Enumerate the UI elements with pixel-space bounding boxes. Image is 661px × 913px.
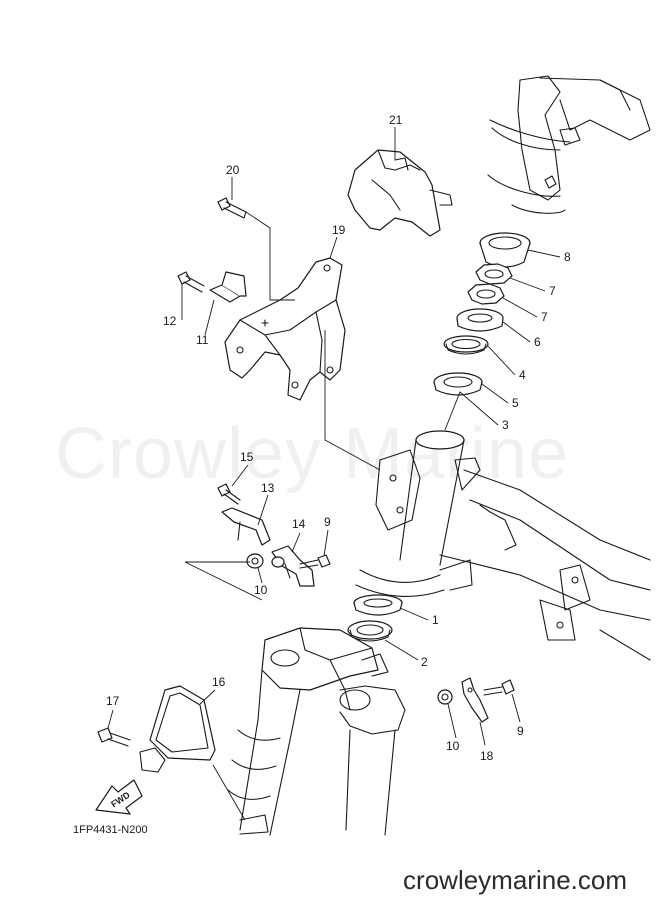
- callout-1: 1: [432, 613, 439, 627]
- callout-12: 12: [163, 314, 177, 328]
- callout-11: 11: [196, 333, 209, 347]
- callout-9b: 9: [517, 724, 524, 738]
- screw-12: [177, 271, 205, 293]
- callout-13: 13: [261, 481, 275, 495]
- bolt-9-lower: [483, 679, 515, 696]
- ring-nut-upper: [475, 263, 513, 285]
- bearing-race-upper: [433, 372, 483, 396]
- washer-10-upper: [246, 553, 264, 569]
- callout-2: 2: [421, 655, 428, 669]
- hose-guide-16: [139, 685, 216, 773]
- callout-17: 17: [106, 694, 120, 708]
- washer-10-lower: [437, 689, 453, 705]
- dust-seal-part: [456, 308, 504, 332]
- frame-part: [487, 75, 651, 214]
- callout-4: 4: [519, 368, 526, 382]
- diagram-code: 1FP4431-N200: [73, 824, 148, 836]
- callout-7a: 7: [549, 284, 556, 298]
- cover-part: [347, 149, 453, 237]
- bearing-ball-lower: [347, 620, 393, 642]
- callout-8: 8: [564, 250, 571, 264]
- bearing-race-lower: [353, 594, 403, 616]
- callout-18: 18: [480, 749, 494, 763]
- bolt-9-upper: [299, 554, 331, 569]
- callout-3: 3: [502, 418, 509, 432]
- watermark: Crowley Marine: [55, 414, 569, 494]
- fwd-arrow-icon: FWD: [95, 779, 143, 815]
- clamp-14: [271, 545, 315, 587]
- leader-lines: [107, 127, 561, 821]
- callout-20: 20: [226, 163, 240, 177]
- callout-9a: 9: [324, 515, 331, 529]
- footer-site-name: crowleymarine.com: [403, 865, 627, 895]
- bearing-ball-upper: [443, 335, 489, 355]
- callout-16: 16: [212, 675, 226, 689]
- ring-nut-lower: [467, 283, 505, 305]
- bracket-19: [224, 257, 346, 401]
- callout-15: 15: [240, 450, 254, 464]
- bearing-race-part: [479, 232, 531, 268]
- screw-15: [217, 483, 241, 505]
- callout-labels: 21 20 19 8 7 7 6 4 5 3 12 11 15 13 14 9 …: [106, 113, 571, 763]
- callout-10a: 10: [254, 583, 268, 597]
- callout-21: 21: [389, 113, 403, 127]
- washer-10-upper-b: [271, 556, 285, 568]
- callout-6: 6: [534, 335, 541, 349]
- bracket-18: [461, 677, 489, 723]
- callout-19: 19: [332, 223, 346, 237]
- callout-5: 5: [512, 396, 519, 410]
- callout-10b: 10: [446, 739, 460, 753]
- steering-head-frame: [355, 430, 651, 661]
- clamp-13: [221, 507, 271, 546]
- bolt-17: [97, 727, 131, 747]
- callout-7b: 7: [541, 310, 548, 324]
- clip-11: [209, 271, 247, 303]
- callout-14: 14: [292, 517, 306, 531]
- bolt-20: [217, 197, 247, 219]
- lower-bracket-forks: [227, 627, 406, 836]
